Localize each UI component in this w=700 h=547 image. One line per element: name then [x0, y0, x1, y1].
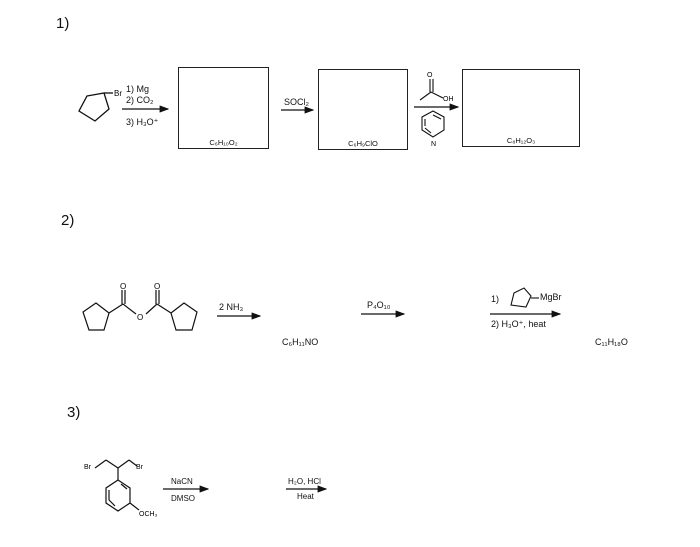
- p1-box1-formula: C₆H₁₀O₂: [209, 138, 238, 147]
- p3-step2-reagent-bottom: Heat: [297, 492, 314, 501]
- p1-step1-condition-1: 1) Mg: [126, 84, 150, 94]
- p1-box3-formula: C₈H₁₂O₃: [506, 136, 536, 145]
- p1-answer-box-2[interactable]: C₆H₉ClO: [318, 69, 408, 150]
- p1-answer-box-1[interactable]: C₆H₁₀O₂: [178, 67, 269, 149]
- p2-step3-condition-2: 2) H₃O⁺, heat: [491, 319, 546, 329]
- p2-bridge-o-atom: O: [137, 313, 143, 322]
- p2-carbonyl-o-atom-1: O: [120, 282, 126, 291]
- p1-acid-oh-group: OH: [443, 96, 454, 103]
- problem-number-1: 1): [56, 15, 70, 32]
- p3-br-atom-2: Br: [136, 464, 144, 471]
- p1-acetic-acid-structure: [419, 79, 444, 101]
- p1-answer-box-3[interactable]: C₈H₁₂O₃: [462, 69, 580, 147]
- p1-acid-o-atom: O: [427, 72, 433, 79]
- p2-intermediate-formula: C₆H₁₁NO: [282, 337, 319, 347]
- p2-cyclopentyl-grignard-structure: [510, 287, 539, 308]
- p3-dibromide-structure: [94, 459, 140, 512]
- p2-carbonyl-o-atom-2: O: [154, 282, 160, 291]
- p2-step3-mgbr-group: MgBr: [540, 292, 562, 302]
- problem-number-3: 3): [67, 404, 81, 421]
- p3-step1-reagent-top: NaCN: [171, 477, 193, 486]
- p2-anhydride-structure: [82, 290, 198, 331]
- p3-och3-group: OCH₃: [139, 511, 158, 518]
- p2-step3-condition-prefix: 1): [491, 294, 500, 304]
- p1-box2-formula: C₆H₉ClO: [348, 139, 378, 148]
- p2-product-formula: C₁₁H₁₈O: [595, 337, 628, 347]
- p1-br-atom: Br: [114, 89, 122, 98]
- p1-pyridine-structure: [421, 110, 445, 138]
- p2-step1-reagent: 2 NH₃: [219, 302, 244, 312]
- p1-bromocyclopentane-structure: [78, 92, 113, 122]
- p1-pyridine-n-atom: N: [431, 141, 436, 148]
- p3-step2-reagent-top: H₂O, HCl: [288, 477, 321, 486]
- p1-step2-reagent: SOCl₂: [284, 97, 309, 107]
- problem-number-2: 2): [61, 212, 75, 229]
- p3-br-atom-1: Br: [84, 464, 92, 471]
- p1-step1-condition-3: 3) H₃O⁺: [126, 117, 159, 127]
- p1-step1-condition-2: 2) CO₂: [126, 95, 154, 105]
- p3-step1-reagent-bottom: DMSO: [171, 494, 195, 503]
- p2-step2-reagent: P₄O₁₀: [367, 300, 391, 310]
